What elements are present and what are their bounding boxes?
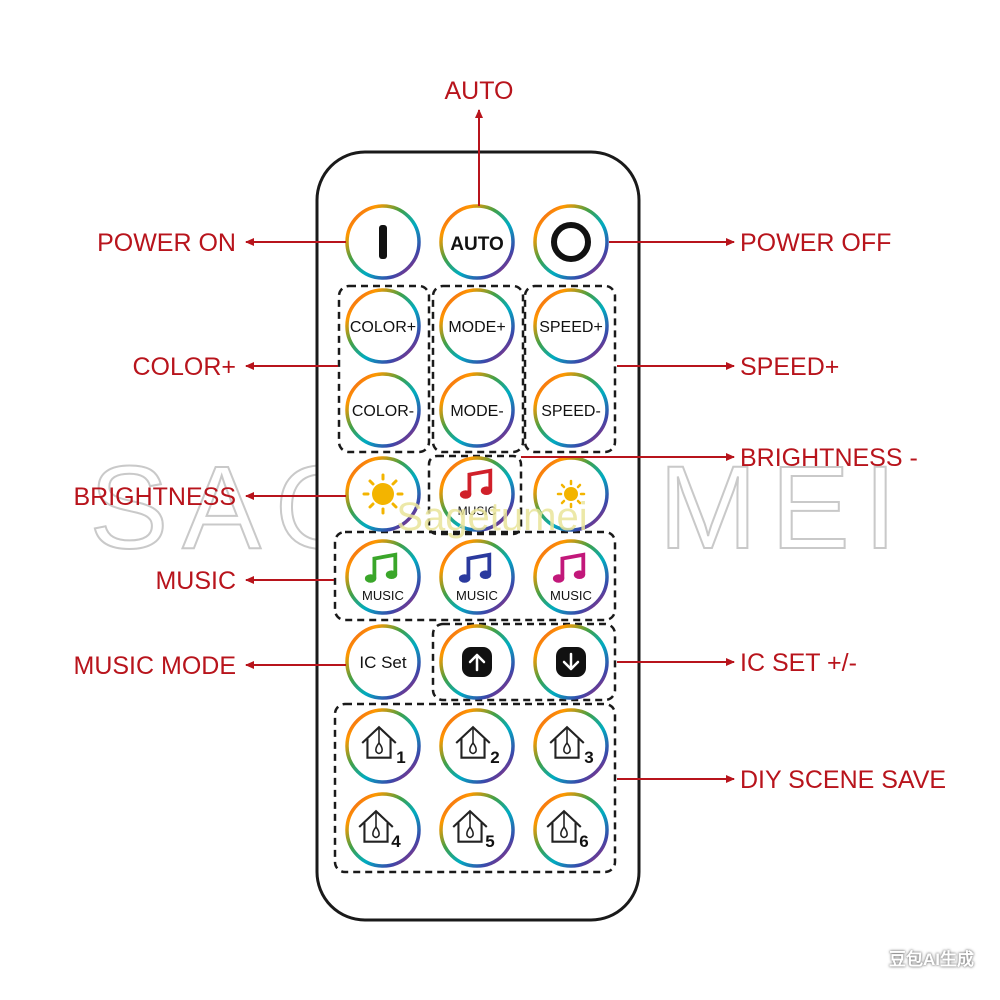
power-on-icon: [379, 225, 387, 259]
label-brightness-minus: BRIGHTNESS -: [740, 444, 918, 472]
music-mode-button-label: MUSIC: [458, 504, 497, 518]
ic-set-button-label: IC Set: [359, 653, 407, 672]
music-blue-button-label: MUSIC: [456, 588, 498, 603]
auto-button-label: AUTO: [450, 234, 503, 255]
color-plus-button-label: COLOR+: [350, 319, 416, 336]
scene-4-button[interactable]: 4: [345, 792, 421, 868]
scene-4-label: 4: [391, 832, 401, 851]
scene-1-button[interactable]: 1: [345, 708, 421, 784]
music-green-button-label: MUSIC: [362, 588, 404, 603]
label-diy-scene-save: DIY SCENE SAVE: [740, 766, 946, 794]
power-off-button[interactable]: [533, 204, 609, 280]
scene-6-button[interactable]: 6: [533, 792, 609, 868]
sun-icon: [362, 473, 404, 515]
label-ic-set: IC SET +/-: [740, 649, 857, 677]
speed-minus-button-label: SPEED-: [541, 403, 601, 420]
color-minus-button-label: COLOR-: [352, 403, 414, 420]
color-minus-button[interactable]: COLOR-: [345, 372, 421, 448]
mode-minus-button[interactable]: MODE-: [439, 372, 515, 448]
callout-arrows: [245, 109, 735, 783]
label-power-off: POWER OFF: [740, 229, 891, 257]
mode-plus-button-label: MODE+: [448, 319, 505, 336]
mode-group-box: [431, 284, 525, 454]
label-color-plus: COLOR+: [132, 353, 236, 381]
power-on-button[interactable]: [345, 204, 421, 280]
label-music: MUSIC: [155, 567, 236, 595]
ic-set-button[interactable]: IC Set: [345, 624, 421, 700]
power-off-icon: [551, 222, 591, 262]
speed-plus-button-label: SPEED+: [539, 319, 603, 336]
scene-6-label: 6: [579, 832, 588, 851]
scene-group-box: [333, 702, 617, 874]
color-group-box: [337, 284, 431, 454]
brightness-down-button[interactable]: [533, 456, 609, 532]
auto-button[interactable]: AUTO: [439, 204, 515, 280]
arrow-up-icon: [462, 647, 492, 677]
music-magenta-button[interactable]: MUSIC: [533, 539, 609, 615]
speed-group-box: [523, 284, 617, 454]
mode-plus-button[interactable]: MODE+: [439, 288, 515, 364]
label-power-on: POWER ON: [97, 229, 236, 257]
music-green-button[interactable]: MUSIC: [345, 539, 421, 615]
scene-5-label: 5: [485, 832, 494, 851]
scene-3-label: 3: [584, 748, 593, 767]
brightness-up-button[interactable]: [345, 456, 421, 532]
music-magenta-button-label: MUSIC: [550, 588, 592, 603]
label-brightness: BRIGHTNESS: [73, 483, 236, 511]
ai-generated-badge: 豆包AI生成: [889, 950, 974, 969]
music-mode-group-box: [427, 454, 523, 536]
ic-set-down-button[interactable]: [533, 624, 609, 700]
color-plus-button[interactable]: COLOR+: [345, 288, 421, 364]
scene-2-button[interactable]: 2: [439, 708, 515, 784]
ic-set-up-button[interactable]: [439, 624, 515, 700]
arrow-down-icon: [556, 647, 586, 677]
label-speed-plus: SPEED+: [740, 353, 839, 381]
group-boxes: [333, 284, 617, 874]
scene-5-button[interactable]: 5: [439, 792, 515, 868]
music-blue-button[interactable]: MUSIC: [439, 539, 515, 615]
ic-set-group-box: [431, 622, 617, 702]
label-music-mode: MUSIC MODE: [74, 652, 237, 680]
speed-plus-button[interactable]: SPEED+: [533, 288, 609, 364]
watermark-small: Sagetumei: [396, 495, 587, 539]
scene-2-label: 2: [490, 748, 499, 767]
mode-minus-button-label: MODE-: [450, 403, 503, 420]
speed-minus-button[interactable]: SPEED-: [533, 372, 609, 448]
label-auto: AUTO: [445, 77, 514, 105]
sun-small-icon: [556, 479, 586, 509]
scene-3-button[interactable]: 3: [533, 708, 609, 784]
music-mode-button[interactable]: MUSIC: [439, 456, 515, 532]
scene-1-label: 1: [396, 748, 405, 767]
